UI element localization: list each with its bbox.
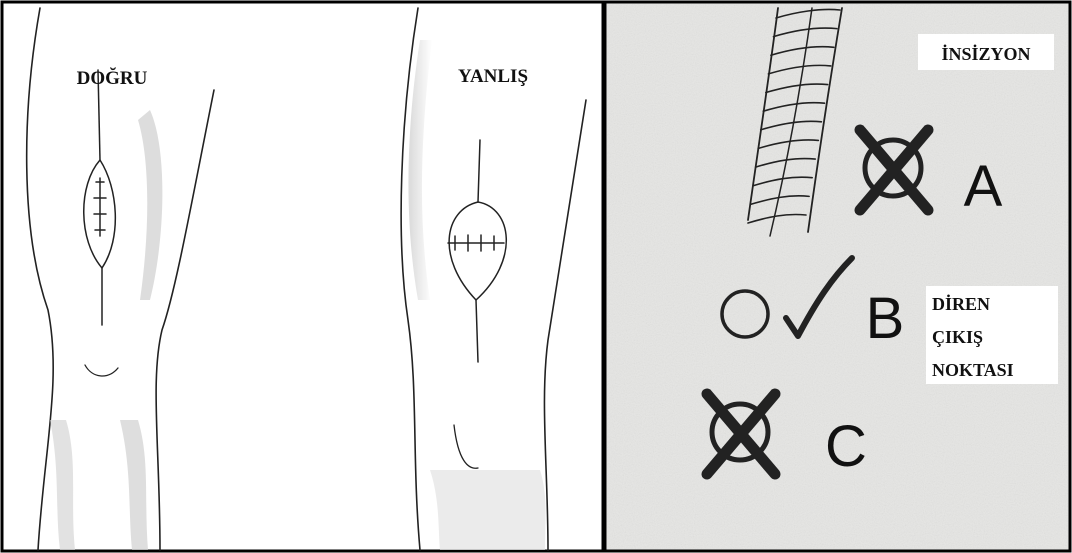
drain-label-line-1: DİREN bbox=[932, 294, 990, 314]
label-wrong: YANLIŞ bbox=[458, 66, 528, 87]
drain-label-line-3: NOKTASI bbox=[932, 360, 1014, 380]
drain-label-line-2: ÇIKIŞ bbox=[932, 327, 983, 347]
left-panel: DOĞRU YANLIŞ bbox=[2, 2, 603, 551]
option-b-letter: B bbox=[866, 286, 905, 351]
label-correct: DOĞRU bbox=[77, 67, 148, 89]
right-panel: İNSİZYON A B DİREN ÇIKIŞ NOKTASI bbox=[605, 2, 1070, 551]
option-c-letter: C bbox=[825, 414, 867, 479]
label-incision: İNSİZYON bbox=[941, 44, 1030, 64]
option-a-letter: A bbox=[964, 154, 1003, 219]
